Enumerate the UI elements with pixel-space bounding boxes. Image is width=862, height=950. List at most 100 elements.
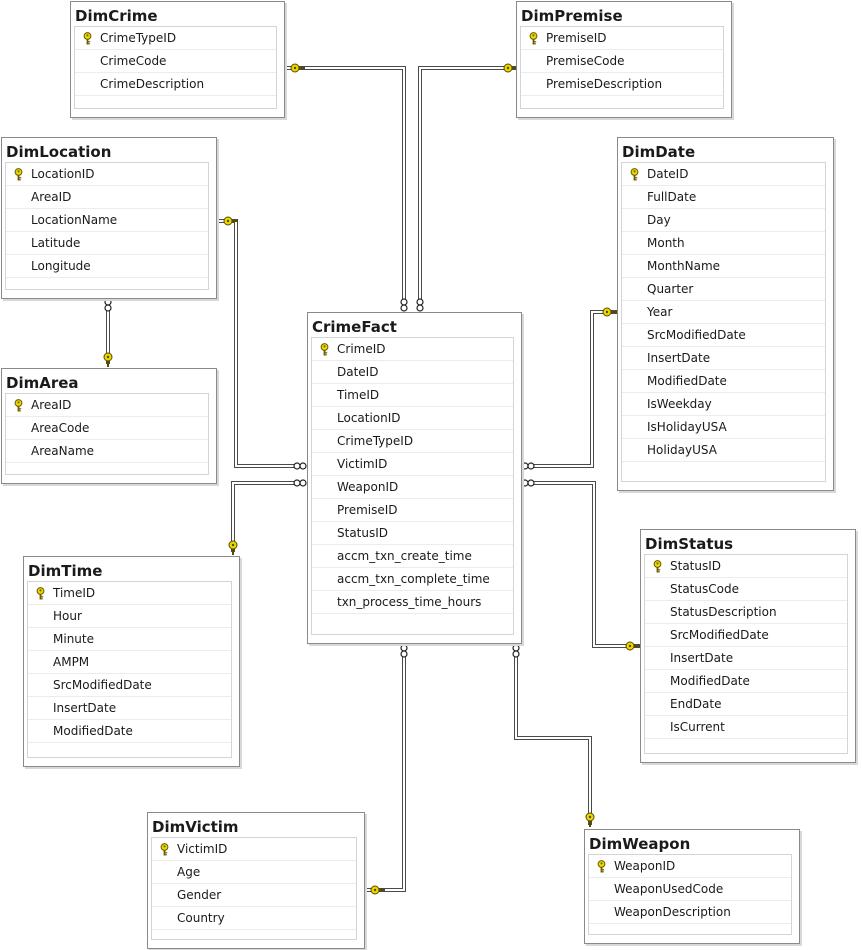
column-row[interactable]: AreaCode (6, 417, 208, 440)
column-row[interactable]: FullDate (622, 186, 825, 209)
table-title[interactable]: DimArea (6, 374, 79, 392)
table-title[interactable]: CrimeFact (312, 318, 397, 336)
column-row[interactable]: VictimID (312, 453, 513, 476)
column-row[interactable]: Country (152, 907, 356, 930)
relationship-fact-time[interactable] (228, 479, 307, 555)
column-row[interactable]: ModifiedDate (622, 370, 825, 393)
primary-key-column[interactable]: WeaponID (589, 855, 791, 878)
primary-key-column[interactable]: DateID (622, 163, 825, 186)
primary-key-column[interactable]: PremiseID (521, 27, 723, 50)
column-row[interactable]: StatusCode (645, 578, 847, 601)
column-row[interactable]: IsHolidayUSA (622, 416, 825, 439)
column-name: FullDate (647, 190, 697, 204)
column-row[interactable]: IsWeekday (622, 393, 825, 416)
column-row[interactable]: Year (622, 301, 825, 324)
column-row[interactable]: Day (622, 209, 825, 232)
primary-key-column[interactable]: StatusID (645, 555, 847, 578)
column-row[interactable]: Hour (28, 605, 231, 628)
column-row[interactable]: CrimeDescription (75, 73, 276, 96)
relationship-location-area[interactable] (103, 298, 113, 367)
column-name: Longitude (31, 259, 91, 273)
column-row[interactable]: EndDate (645, 693, 847, 716)
column-row[interactable]: WeaponID (312, 476, 513, 499)
column-row[interactable]: HolidayUSA (622, 439, 825, 462)
column-name: WeaponUsedCode (614, 882, 724, 896)
column-row[interactable]: InsertDate (645, 647, 847, 670)
column-row[interactable]: MonthName (622, 255, 825, 278)
column-row[interactable]: InsertDate (28, 697, 231, 720)
key-end-icon (370, 885, 385, 895)
column-row[interactable]: AreaID (6, 186, 208, 209)
table-title[interactable]: DimLocation (6, 143, 112, 161)
column-row[interactable]: TimeID (312, 384, 513, 407)
many-end-icon (293, 462, 307, 470)
column-row[interactable]: accm_txn_complete_time (312, 568, 513, 591)
column-row[interactable]: SrcModifiedDate (622, 324, 825, 347)
relationship-fact-weapon[interactable] (512, 644, 595, 827)
primary-key-column[interactable]: LocationID (6, 163, 208, 186)
column-row[interactable]: PremiseID (312, 499, 513, 522)
relationship-fact-victim[interactable] (367, 644, 408, 895)
column-name: accm_txn_create_time (337, 549, 472, 563)
column-name: SrcModifiedDate (670, 628, 769, 642)
column-row[interactable]: IsCurrent (645, 716, 847, 739)
column-row[interactable]: Month (622, 232, 825, 255)
primary-key-column[interactable]: CrimeTypeID (75, 27, 276, 50)
column-row[interactable]: WeaponUsedCode (589, 878, 791, 901)
column-row[interactable]: LocationName (6, 209, 208, 232)
column-row[interactable]: Quarter (622, 278, 825, 301)
table-title[interactable]: DimCrime (75, 7, 158, 25)
column-row[interactable]: StatusDescription (645, 601, 847, 624)
relationship-fact-location[interactable] (219, 216, 307, 470)
key-end-icon (223, 216, 238, 226)
relationship-fact-date[interactable] (521, 307, 619, 470)
table-title[interactable]: DimWeapon (589, 835, 691, 853)
column-row[interactable]: CrimeCode (75, 50, 276, 73)
primary-key-column[interactable]: AreaID (6, 394, 208, 417)
table-title[interactable]: DimDate (622, 143, 696, 161)
column-row[interactable]: accm_txn_create_time (312, 545, 513, 568)
primary-key-column[interactable]: CrimeID (312, 338, 513, 361)
column-row[interactable]: WeaponDescription (589, 901, 791, 924)
column-row[interactable]: PremiseDescription (521, 73, 723, 96)
column-row[interactable]: Longitude (6, 255, 208, 278)
primary-key-icon (83, 32, 92, 45)
relationship-fact-premise[interactable] (416, 63, 518, 312)
column-row[interactable]: CrimeTypeID (312, 430, 513, 453)
column-row[interactable]: PremiseCode (521, 50, 723, 73)
primary-key-icon (597, 860, 606, 873)
column-row[interactable]: Gender (152, 884, 356, 907)
primary-key-column[interactable]: VictimID (152, 838, 356, 861)
column-row[interactable]: AMPM (28, 651, 231, 674)
column-row[interactable]: DateID (312, 361, 513, 384)
table-title[interactable]: DimVictim (152, 818, 239, 836)
column-row[interactable]: txn_process_time_hours (312, 591, 513, 614)
column-row[interactable]: Minute (28, 628, 231, 651)
column-row[interactable]: SrcModifiedDate (645, 624, 847, 647)
primary-key-column[interactable]: TimeID (28, 582, 231, 605)
column-row[interactable]: ModifiedDate (645, 670, 847, 693)
table-title[interactable]: DimPremise (521, 7, 623, 25)
relationship-fact-crime[interactable] (287, 63, 408, 312)
table-title[interactable]: DimStatus (645, 535, 734, 553)
column-row[interactable]: ModifiedDate (28, 720, 231, 743)
column-row[interactable]: SrcModifiedDate (28, 674, 231, 697)
column-row[interactable]: Latitude (6, 232, 208, 255)
relationship-fact-status[interactable] (521, 479, 642, 651)
column-row[interactable]: Age (152, 861, 356, 884)
column-row[interactable]: StatusID (312, 522, 513, 545)
column-row[interactable]: AreaName (6, 440, 208, 463)
column-row[interactable]: InsertDate (622, 347, 825, 370)
column-row[interactable]: LocationID (312, 407, 513, 430)
table-title[interactable]: DimTime (28, 562, 103, 580)
